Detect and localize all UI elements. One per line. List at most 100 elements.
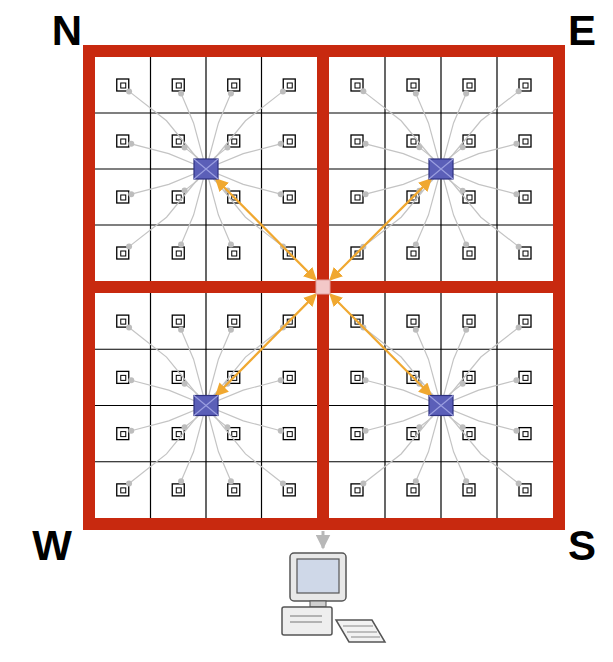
link-wire	[441, 406, 466, 482]
link-dot	[360, 88, 366, 94]
link-wire	[206, 91, 283, 169]
link-wire	[441, 169, 466, 244]
link-wire	[441, 330, 466, 406]
link-wire	[441, 91, 519, 169]
hub-switch	[194, 396, 218, 416]
node-icon-inner	[467, 488, 472, 493]
node-icon	[117, 428, 129, 440]
node-icon-inner	[523, 488, 528, 493]
node-icon	[351, 371, 363, 383]
link-wire	[441, 406, 519, 484]
node-icon	[463, 247, 475, 259]
node-icon	[172, 79, 184, 91]
link-dot	[128, 377, 134, 383]
link-wire	[441, 94, 466, 169]
link-dot	[363, 141, 369, 147]
node-icon	[351, 135, 363, 147]
uplink-arrow	[330, 179, 431, 280]
node-icon	[283, 135, 295, 147]
node-icon-inner	[287, 432, 292, 437]
node-icon-inner	[355, 195, 360, 200]
link-wire	[416, 406, 441, 482]
link-dot	[363, 428, 369, 434]
node-icon	[407, 484, 419, 496]
node-icon	[519, 79, 531, 91]
node-icon	[519, 371, 531, 383]
node-icon-inner	[467, 375, 472, 380]
grid-line	[329, 461, 553, 462]
hub-switch-mark	[194, 159, 218, 179]
link-dot	[182, 381, 188, 387]
link-dot	[224, 144, 230, 150]
link-dot	[516, 480, 522, 486]
grid-line	[496, 57, 497, 281]
link-dot	[182, 144, 188, 150]
node-icon-inner	[467, 432, 472, 437]
node-icon-inner	[523, 139, 528, 144]
link-dot	[278, 141, 284, 147]
link-dot	[413, 241, 419, 247]
link-dot	[128, 141, 134, 147]
link-wire	[206, 406, 231, 482]
link-dot	[363, 191, 369, 197]
node-icon-inner	[121, 251, 126, 256]
node-icon	[117, 371, 129, 383]
link-dot	[280, 480, 286, 486]
link-dot	[513, 377, 519, 383]
node-icon	[283, 371, 295, 383]
compass-label: W	[32, 525, 72, 567]
link-dot	[178, 327, 184, 333]
node-icon	[519, 315, 531, 327]
link-dot	[178, 241, 184, 247]
node-icon-inner	[121, 319, 126, 324]
node-icon	[172, 315, 184, 327]
node-icon	[228, 79, 240, 91]
grid-line	[261, 293, 262, 518]
node-icon-inner	[232, 251, 237, 256]
link-dot	[516, 325, 522, 331]
node-icon-inner	[121, 195, 126, 200]
node-icon	[283, 191, 295, 203]
link-dot	[128, 191, 134, 197]
link-dot	[278, 377, 284, 383]
node-icon-inner	[523, 432, 528, 437]
link-dot	[513, 141, 519, 147]
link-dot	[178, 478, 184, 484]
link-wire	[441, 328, 519, 406]
link-wire	[129, 328, 206, 406]
node-icon-inner	[121, 375, 126, 380]
link-dot	[463, 91, 469, 97]
node-icon-inner	[355, 375, 360, 380]
node-icon-inner	[176, 488, 181, 493]
node-icon-inner	[176, 139, 181, 144]
node-icon-inner	[355, 139, 360, 144]
link-dot	[126, 88, 132, 94]
node-icon-inner	[467, 251, 472, 256]
compass-label: E	[568, 10, 596, 52]
node-icon	[351, 79, 363, 91]
link-dot	[360, 480, 366, 486]
node-icon	[351, 484, 363, 496]
node-icon	[519, 247, 531, 259]
node-icon-inner	[411, 251, 416, 256]
link-wire	[363, 406, 441, 484]
node-icon	[407, 247, 419, 259]
link-wire	[181, 330, 206, 406]
link-dot	[178, 91, 184, 97]
link-dot	[513, 191, 519, 197]
link-wire	[416, 94, 441, 169]
link-dot	[278, 191, 284, 197]
node-icon-inner	[232, 139, 237, 144]
frame-border	[89, 51, 559, 524]
node-icon-inner	[121, 488, 126, 493]
node-icon-inner	[176, 375, 181, 380]
grid-line	[95, 461, 317, 462]
node-icon-inner	[411, 139, 416, 144]
link-dot	[228, 241, 234, 247]
link-dot	[460, 381, 466, 387]
node-icon-inner	[523, 375, 528, 380]
node-icon-inner	[176, 251, 181, 256]
uplink-arrow	[216, 294, 316, 395]
node-icon-inner	[355, 83, 360, 88]
node-icon	[117, 484, 129, 496]
